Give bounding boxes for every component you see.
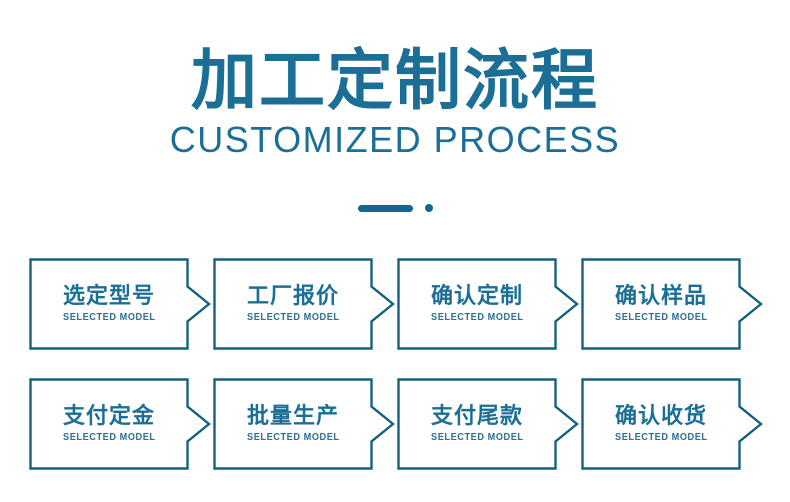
- step-arrow-outline-icon: [213, 378, 395, 470]
- step-arrow-outline-icon: [581, 378, 763, 470]
- step-arrow-outline-icon: [397, 378, 579, 470]
- step-arrow-outline-icon: [29, 258, 211, 350]
- step-arrow-outline-icon: [213, 258, 395, 350]
- decorative-divider: [0, 204, 790, 212]
- step-arrow-outline-icon: [29, 378, 211, 470]
- page-title: 加工定制流程: [191, 42, 599, 119]
- divider-dot-icon: [424, 204, 433, 212]
- step-arrow-outline-icon: [581, 258, 763, 350]
- divider-bar-icon: [357, 204, 413, 212]
- page-subtitle: CUSTOMIZED PROCESS: [169, 119, 621, 160]
- page-header: 加工定制流程 CUSTOMIZED PROCESS: [0, 0, 790, 158]
- step-arrow-outline-icon: [397, 258, 579, 350]
